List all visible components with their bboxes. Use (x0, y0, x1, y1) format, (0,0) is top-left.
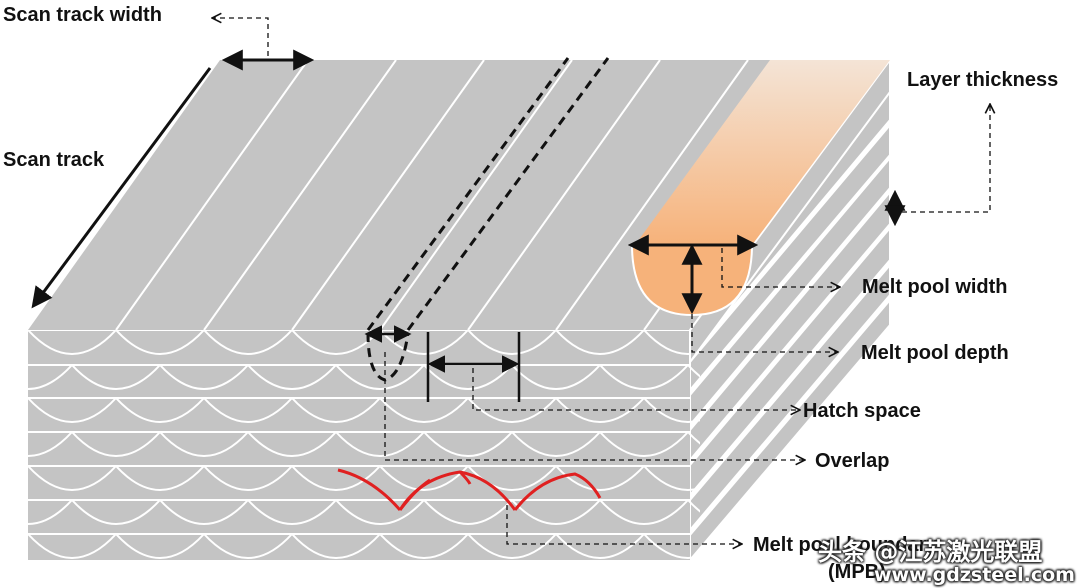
melt-track-cross-section (71, 499, 161, 525)
hatch-space-label: Hatch space (803, 400, 921, 422)
melt-track-cross-section (379, 465, 469, 491)
melt-track-cross-section (687, 499, 700, 513)
melt-pool-boundary-arcs (337, 468, 602, 511)
scan-track-boundary (379, 59, 573, 331)
scan-track-boundary (203, 59, 397, 331)
watermark-line1: 头条 @江苏激光联盟 (818, 538, 1043, 566)
melt-track-cross-section (115, 330, 205, 355)
melt-track-cross-section (203, 397, 293, 423)
scan-track-boundary (115, 59, 309, 331)
melt-track-cross-section (555, 330, 645, 355)
scan-track-label: Scan track (3, 149, 105, 171)
melt-track-cross-section (291, 465, 381, 491)
scan-track-boundary (555, 59, 749, 331)
scan-track-width-label: Scan track width (3, 4, 162, 26)
melt-track-cross-section (115, 533, 205, 559)
melt-track-cross-section (159, 364, 249, 390)
melt-track-cross-section (643, 397, 700, 423)
melt-track-cross-section (599, 364, 689, 390)
melt-track-cross-section (71, 364, 161, 390)
melt-track-cross-section (335, 431, 425, 457)
melt-track-cross-section (511, 431, 601, 457)
melt-track-cross-section (247, 364, 337, 390)
melt-track-cross-section (71, 431, 161, 457)
melt-track-cross-section (643, 330, 700, 355)
layer-thickness-label: Layer thickness (907, 69, 1059, 91)
melt-track-cross-section (115, 397, 205, 423)
front-layers (0, 330, 864, 560)
melt-track-cross-section (27, 330, 117, 355)
melt-track-cross-section (687, 431, 700, 445)
melt-track-cross-section (0, 330, 29, 352)
watermark-line2: www.gdzsteel.com (874, 564, 1075, 586)
melt-track-cross-section (0, 465, 29, 488)
melt-track-cross-section (159, 499, 249, 525)
melt-track-cross-section (467, 330, 557, 355)
melt-pool-depth-label: Melt pool depth (861, 342, 1009, 364)
melt-track-cross-section (291, 397, 381, 423)
melt-track-cross-section (27, 533, 117, 559)
melt-track-cross-section (291, 533, 381, 559)
melt-track-cross-section (335, 499, 425, 525)
melt-track-cross-section (599, 499, 689, 525)
melt-track-cross-section (423, 364, 513, 390)
melt-track-cross-section (247, 499, 337, 525)
melt-track-cross-section (0, 499, 73, 525)
melt-track-cross-section (0, 431, 73, 457)
melt-track-cross-section (423, 499, 513, 525)
melt-track-cross-section (115, 465, 205, 491)
melt-track-cross-section (423, 431, 513, 457)
melt-track-cross-section (27, 465, 117, 491)
melt-track-cross-section (203, 533, 293, 559)
melt-track-cross-section (687, 364, 700, 378)
melt-track-cross-section (379, 397, 469, 423)
scan-track-boundary (467, 59, 661, 331)
melt-track-cross-section (599, 431, 689, 457)
melt-track-cross-section (643, 465, 700, 491)
melt-track-cross-section (467, 533, 557, 559)
melt-track-cross-section (27, 397, 117, 423)
melt-track-cross-section (159, 431, 249, 457)
scan-track-arrow (31, 67, 212, 309)
melt-track-cross-section (511, 364, 601, 390)
melt-track-cross-section (555, 533, 645, 559)
melt-track-cross-section (379, 533, 469, 559)
melt-track-cross-section (643, 533, 700, 559)
melt-track-cross-section (0, 397, 29, 420)
melt-track-cross-section (511, 499, 601, 525)
leader-lines (212, 18, 990, 544)
melt-track-cross-section (776, 500, 864, 524)
scan-track-boundary (291, 59, 485, 331)
overlap-label: Overlap (815, 450, 890, 472)
dimension-arrows (31, 49, 906, 402)
melt-pool-boundary-abbrev: (MPB) (828, 561, 886, 583)
melt-track-cross-section (0, 364, 73, 390)
melt-track-cross-section (247, 431, 337, 457)
melt-pool-width-label: Melt pool width (862, 276, 1008, 298)
melt-track-cross-section (467, 397, 557, 423)
melt-track-cross-section (203, 330, 293, 355)
melt-pool-boundary-label: Melt pool boundary (753, 534, 938, 556)
melt-track-cross-section (467, 465, 557, 491)
melt-track-cross-section (203, 465, 293, 491)
melt-track-cross-section (335, 364, 425, 390)
melt-track-cross-section (555, 397, 645, 423)
melt-track-cross-section (0, 533, 29, 556)
